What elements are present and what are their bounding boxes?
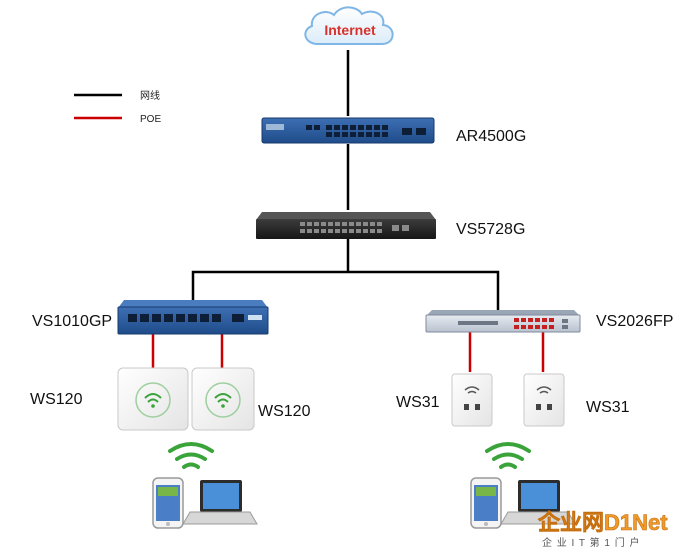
- laptop-icon-right: [500, 480, 576, 525]
- legend: 网线 POE: [74, 89, 161, 125]
- right-switch-label: VS2026FP: [596, 313, 673, 330]
- poe-cables: [151, 332, 545, 372]
- legend-network-cable-label: 网线: [140, 89, 160, 102]
- router-device: [261, 117, 435, 144]
- legend-poe-label: POE: [140, 114, 161, 125]
- wifi-signal-icon-left: [168, 442, 214, 469]
- left-ap-1-label: WS120: [30, 391, 83, 408]
- internet-cloud: Internet: [304, 6, 394, 45]
- left-switch-label: VS1010GP: [32, 313, 112, 330]
- left-switch-device: [117, 300, 269, 335]
- wifi-signal-icon-right: [485, 442, 531, 469]
- network-cables: [191, 50, 500, 310]
- cloud-icon: [304, 6, 394, 45]
- right-switch-device: [425, 310, 581, 333]
- right-ap-1-label: WS31: [396, 394, 440, 411]
- watermark-brand: 企业网D1Net: [537, 510, 668, 535]
- right-ap-2-device: [523, 373, 565, 427]
- right-ap-2-label: WS31: [586, 399, 630, 416]
- left-ap-2-label: WS120: [258, 403, 311, 420]
- right-ap-1-device: [451, 373, 493, 427]
- router-label: AR4500G: [456, 128, 526, 145]
- smartphone-icon-left: [152, 477, 184, 529]
- core-switch-device: [256, 212, 436, 239]
- cable-core-access-switches: [191, 270, 500, 310]
- smartphone-icon-right: [470, 477, 502, 529]
- left-ap-1-device: [117, 367, 189, 431]
- watermark: 企业网D1Net 企 业 I T 第 1 门 户: [537, 510, 669, 549]
- cloud-label: Internet: [324, 22, 376, 38]
- core-switch-label: VS5728G: [456, 221, 525, 238]
- watermark-tagline: 企 业 I T 第 1 门 户: [542, 536, 641, 549]
- laptop-icon-left: [182, 480, 258, 525]
- left-ap-2-device: [191, 367, 255, 431]
